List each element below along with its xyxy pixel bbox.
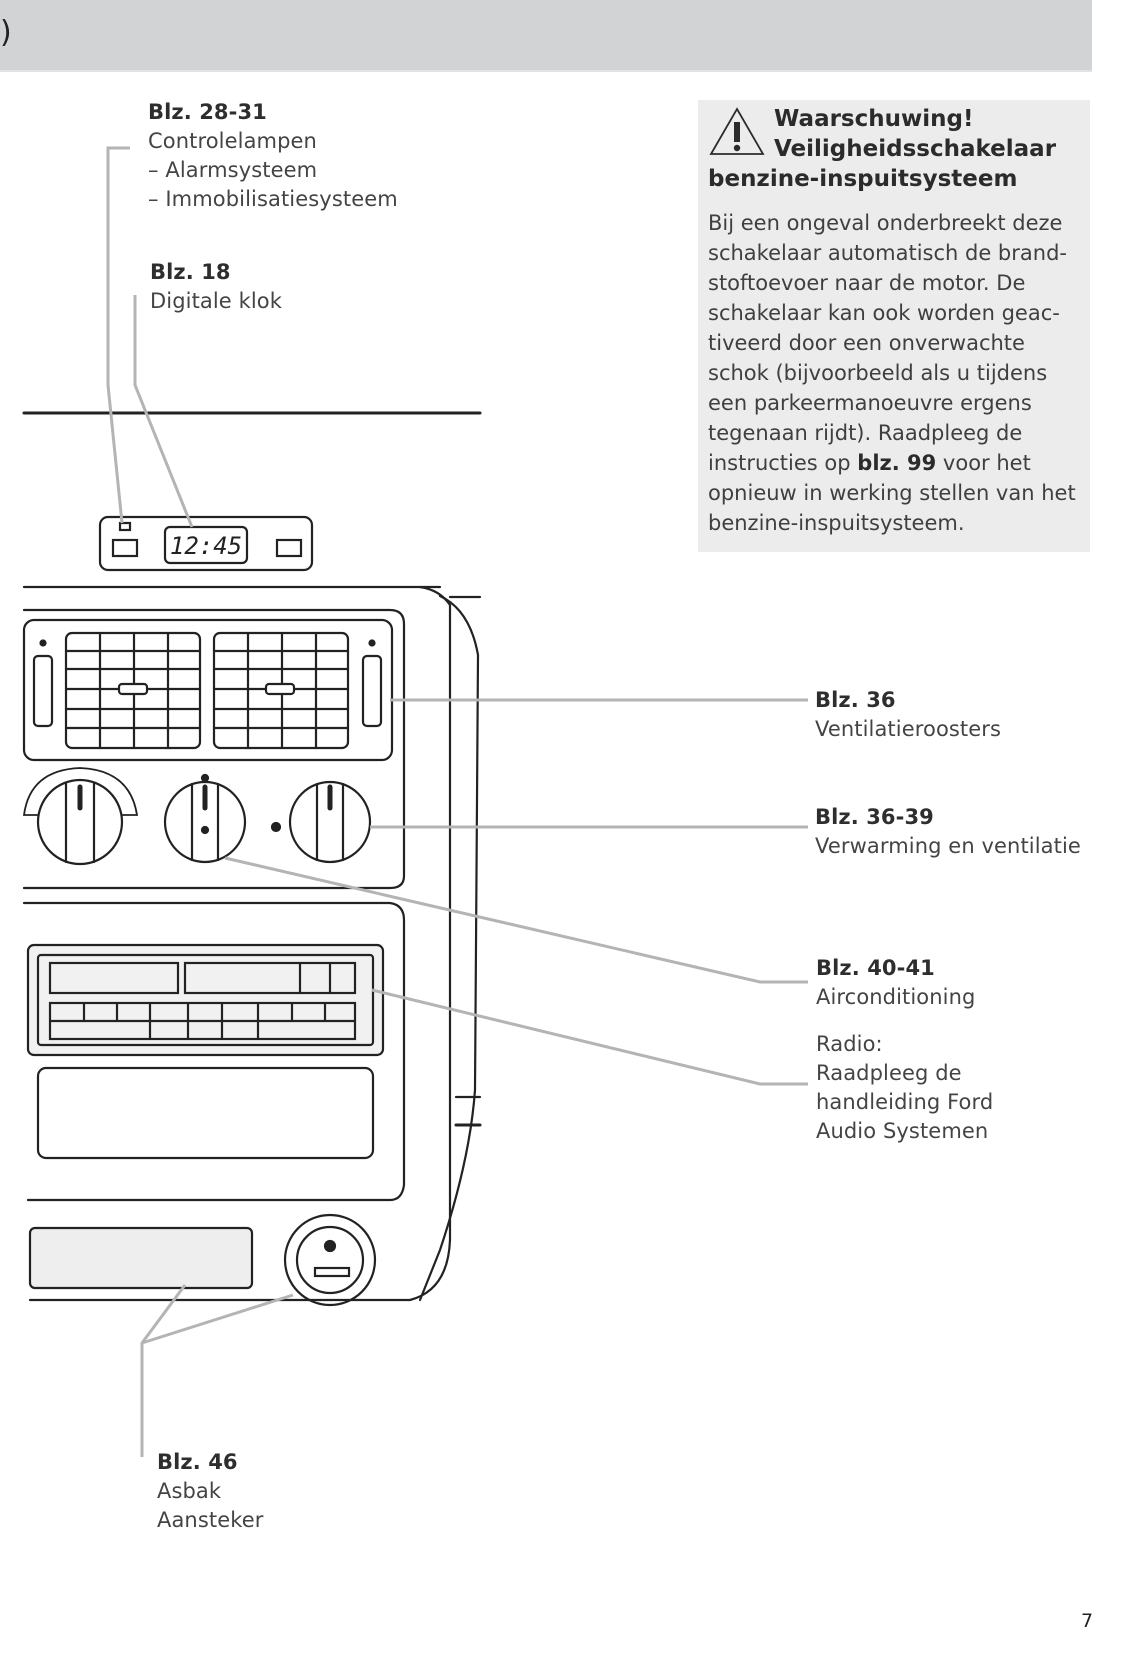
ashtray [28, 1226, 254, 1290]
warning-text: voor het opnieuw in werking stellen van … [708, 451, 1076, 535]
warning-subheading: Veiligheidsschakelaar [774, 136, 1057, 162]
vent-left [64, 631, 202, 750]
callout-clock: Blz. 18 Digitale klok [150, 258, 282, 316]
leader-warning-lamps [106, 146, 130, 524]
warning-title: Waarschuwing! Veiligheidsschakelaar benz… [708, 104, 1056, 194]
clock-button-left [111, 538, 139, 558]
callout-line: Radio: [816, 1032, 883, 1056]
callout-warning-lamps: Blz. 28-31 Controlelampen – Alarmsysteem… [148, 98, 398, 214]
page-ref: Blz. 18 [150, 260, 231, 284]
heater-panel [22, 608, 406, 890]
callout-radio: Radio: Raadpleeg de handleiding Ford Aud… [816, 1030, 993, 1146]
warning-subheading: benzine-inspuitsysteem [708, 166, 1018, 192]
page-ref: Blz. 36 [815, 688, 896, 712]
clock-digits: 12:45 [170, 532, 242, 560]
callout-ashtray: Blz. 46 Asbak Aansteker [157, 1448, 264, 1535]
lighter [295, 1225, 365, 1295]
console-outer [22, 585, 452, 1302]
radio-unit [26, 943, 385, 1057]
warning-body: Bij een ongeval onderbreekt deze schakel… [708, 208, 1088, 538]
callout-vents: Blz. 36 Ventilatieroosters [815, 686, 1001, 744]
thumbwheel-right [361, 654, 383, 728]
callout-line: Asbak [157, 1479, 222, 1503]
temperature-knob [36, 778, 124, 866]
callout-line: – Alarmsysteem [148, 158, 318, 182]
page-number: 7 [1081, 1610, 1094, 1632]
callout-line: Verwarming en ventilatie [815, 834, 1081, 858]
callout-line: Digitale klok [150, 289, 283, 313]
leader-ashtray [140, 1284, 187, 1457]
callout-line: Audio Systemen [816, 1119, 989, 1143]
callout-line: Aansteker [157, 1508, 264, 1532]
warning-triangle-icon [709, 107, 765, 155]
vent-frame [22, 618, 394, 762]
leader-aircon [224, 856, 808, 984]
callout-line: Ventilatieroosters [815, 717, 1002, 741]
lighter-surround [283, 1213, 377, 1307]
warning-box: Waarschuwing! Veiligheidsschakelaar benz… [698, 100, 1090, 552]
callout-line: Airconditioning [816, 985, 976, 1009]
page-reference-link: blz. 99 [857, 451, 937, 475]
leader-lighter [141, 1293, 294, 1345]
callout-aircon: Blz. 40-41 Airconditioning [816, 954, 975, 1012]
callout-heating: Blz. 36-39 Verwarming en ventilatie [815, 803, 1081, 861]
page-ref: Blz. 40-41 [816, 956, 935, 980]
leader-radio [371, 988, 808, 1086]
header-fragment: ) [0, 15, 12, 50]
page-ref: Blz. 28-31 [148, 100, 267, 124]
clock-display [163, 525, 249, 565]
warning-lamp-indicator [118, 521, 132, 532]
thumbwheel-left [32, 654, 54, 728]
header-band: ) [0, 0, 1092, 72]
air-distribution-knob [288, 780, 372, 864]
page-ref: Blz. 46 [157, 1450, 238, 1474]
page-ref: Blz. 36-39 [815, 805, 934, 829]
clock-unit [98, 515, 314, 572]
warning-heading: Waarschuwing! [774, 106, 974, 132]
radio-surround [22, 901, 406, 1202]
temperature-scale [22, 767, 139, 816]
clock-button-right [275, 538, 303, 558]
vent-right [212, 631, 350, 750]
console-side [418, 585, 480, 1302]
warning-text: Bij een ongeval onderbreekt deze schakel… [708, 211, 1067, 475]
callout-line: handleiding Ford [816, 1090, 994, 1114]
leader-clock [133, 295, 194, 528]
callout-line: – Immobilisatiesysteem [148, 187, 398, 211]
callout-line: Raadpleeg de [816, 1061, 962, 1085]
callout-line: Controlelampen [148, 129, 317, 153]
storage-compartment [36, 1066, 375, 1160]
